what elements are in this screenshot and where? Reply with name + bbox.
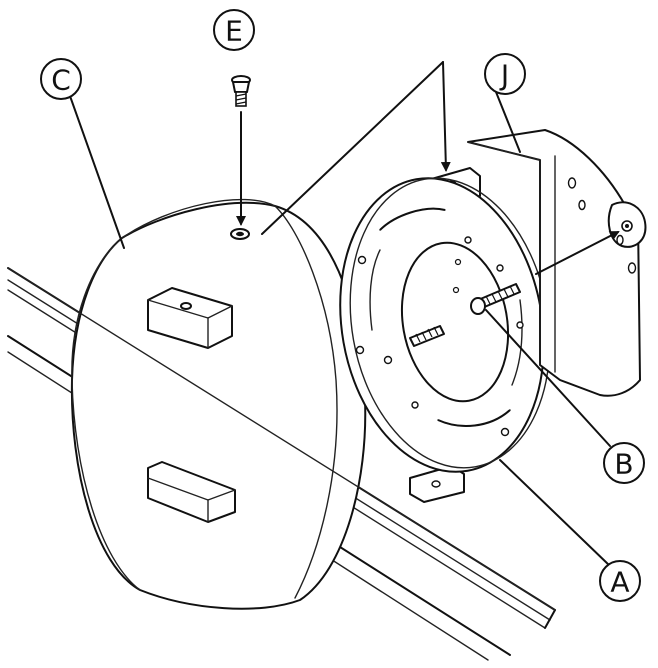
callout-j-label: J <box>499 59 509 92</box>
threaded-studs <box>409 283 521 347</box>
callout-j: J <box>484 53 526 95</box>
mounting-plate <box>339 167 551 503</box>
callout-e-label: E <box>225 15 243 48</box>
callout-c-label: C <box>51 64 71 97</box>
callout-c: C <box>40 58 82 100</box>
callout-a: A <box>599 560 641 602</box>
rail-front-flange <box>7 267 556 611</box>
leader-j <box>495 91 521 153</box>
leader-lines <box>69 61 620 567</box>
screw-e <box>231 75 251 107</box>
leader-a <box>499 459 611 567</box>
leader-v-left <box>261 61 444 235</box>
callout-a-label: A <box>610 566 629 599</box>
leader-c <box>69 95 125 249</box>
callout-e: E <box>213 9 255 51</box>
canopy-housing <box>70 198 367 610</box>
callout-b: B <box>603 442 645 484</box>
plate-center-hole <box>400 241 510 403</box>
arrow-stud-to-bracket <box>535 231 620 275</box>
callout-b-label: B <box>614 448 633 481</box>
leader-v-right <box>440 61 451 172</box>
leader-b <box>485 309 611 447</box>
